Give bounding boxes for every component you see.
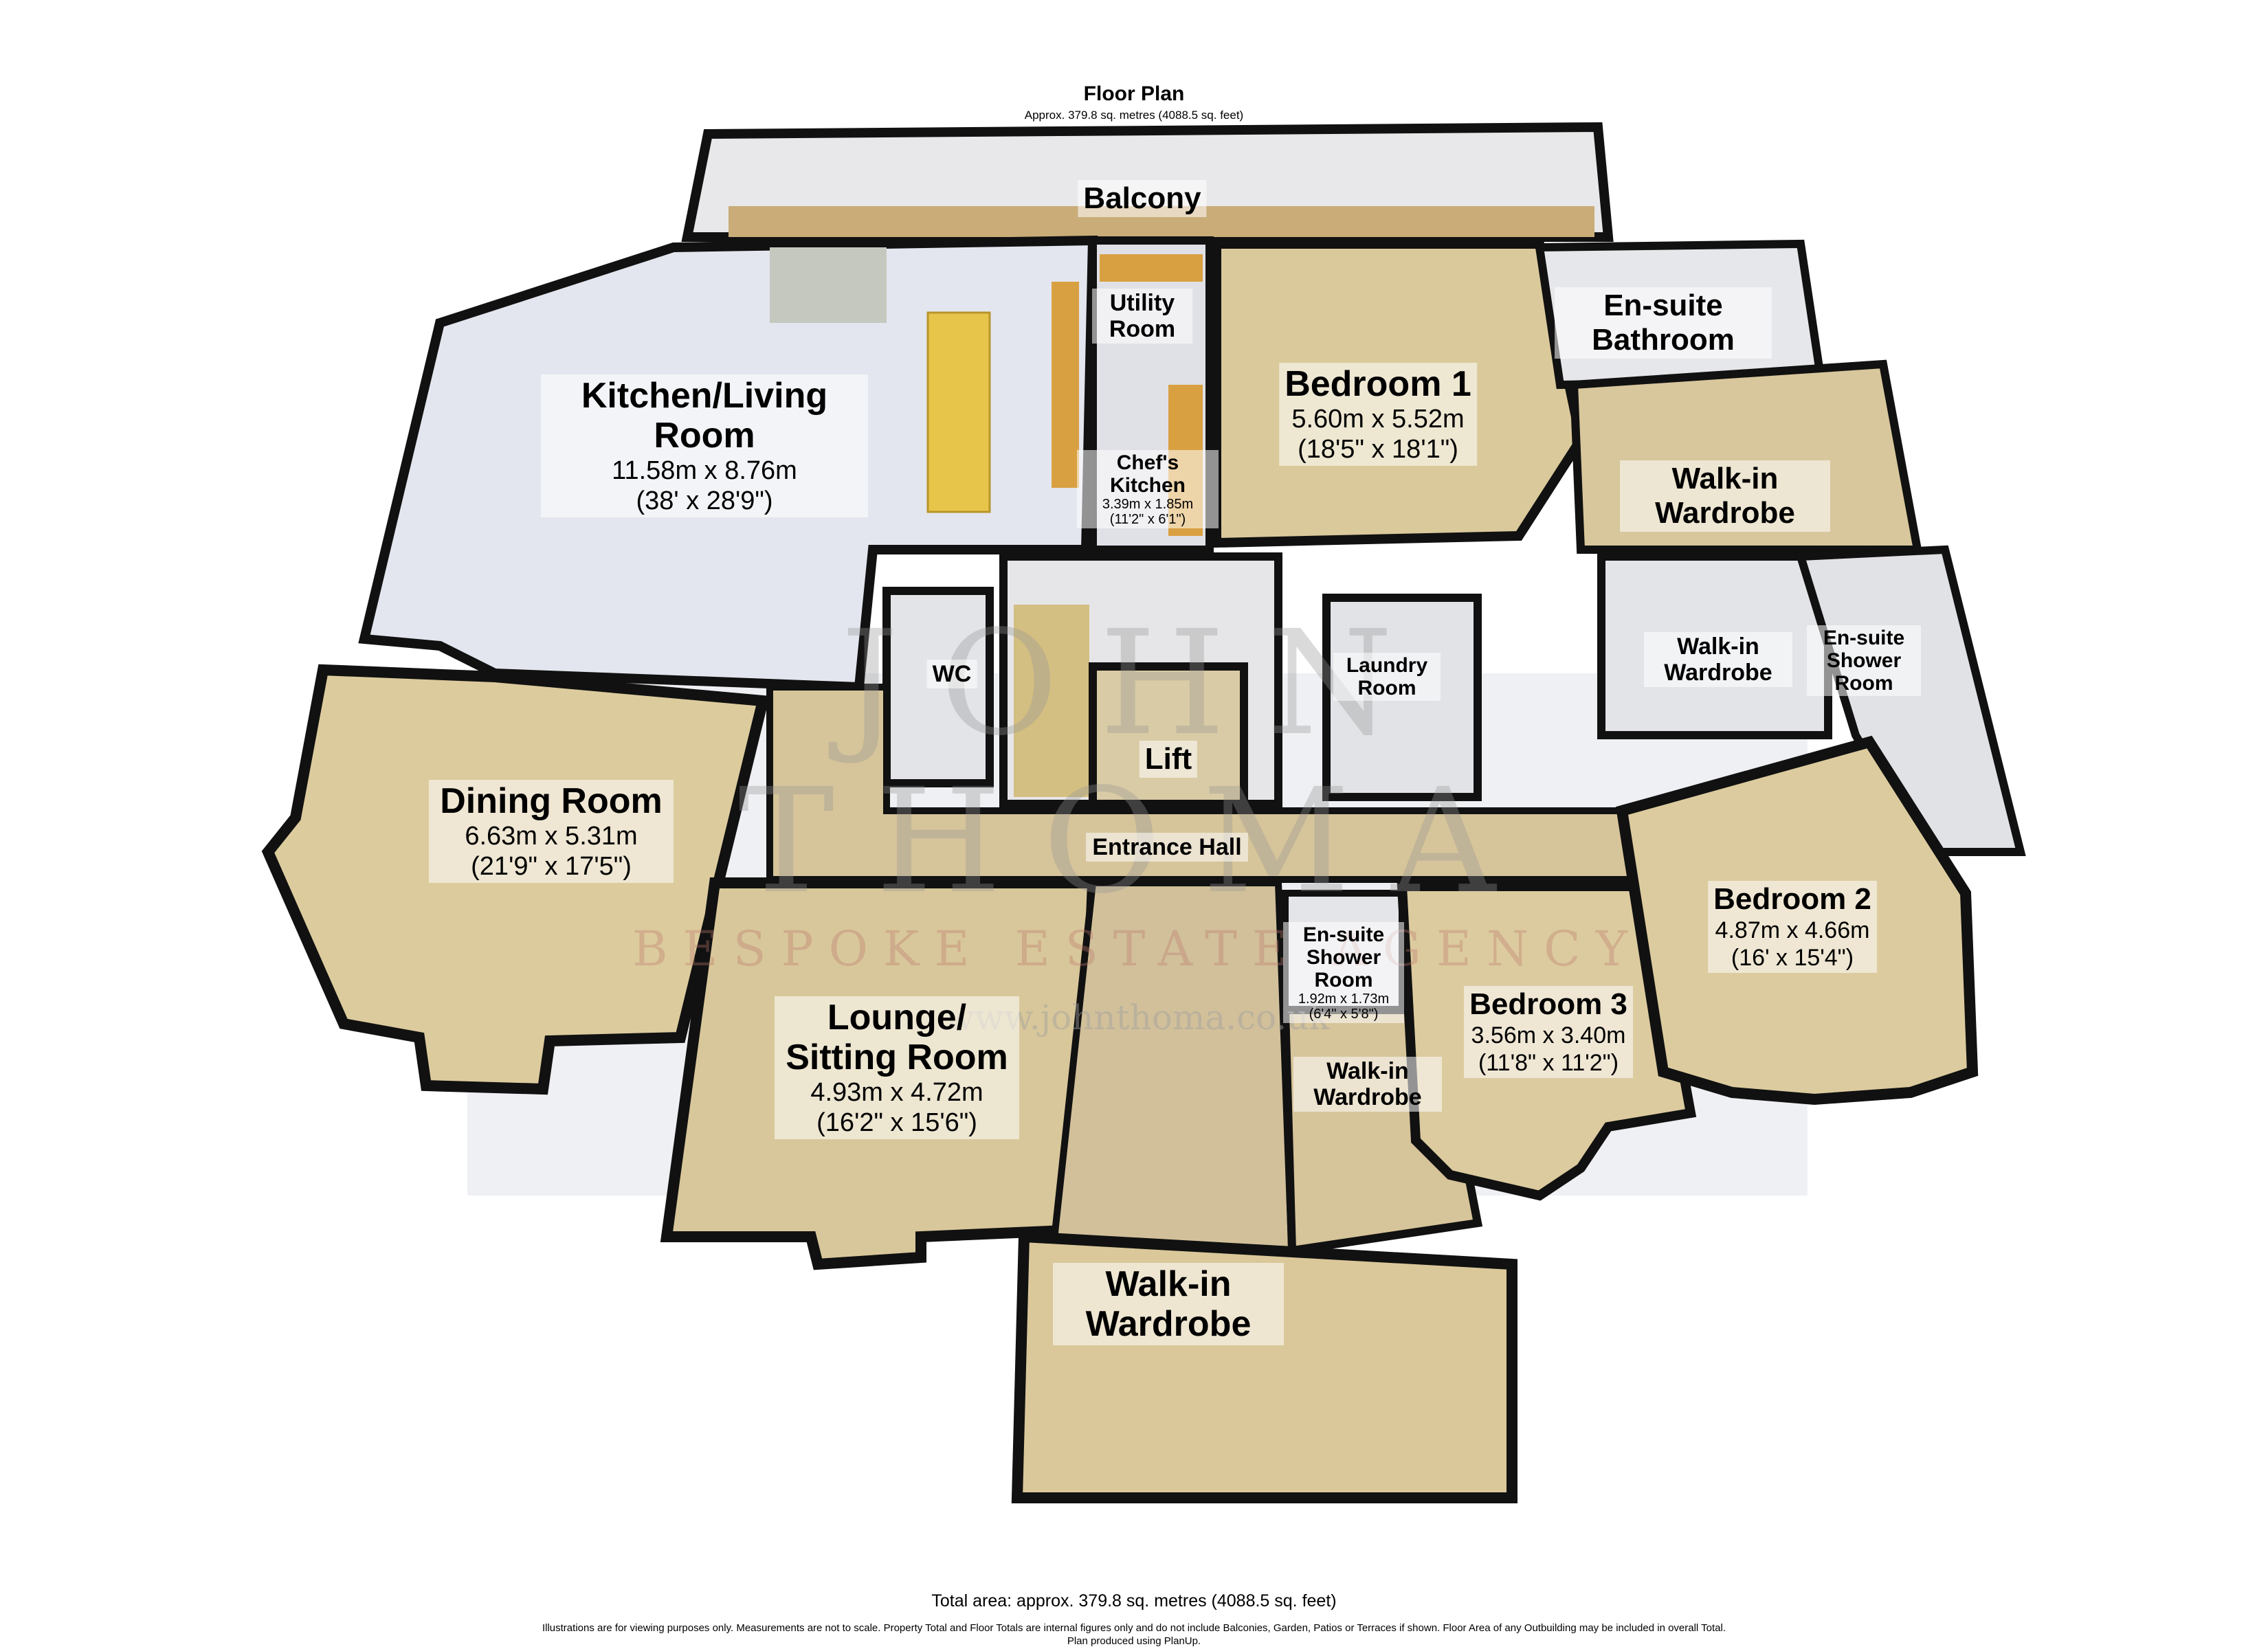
total-area: Total area: approx. 379.8 sq. metres (40… [931, 1591, 1337, 1611]
room-label-ensuite-shower-1: En-suite Shower Room [1807, 625, 1921, 696]
room-name: Dining Room [440, 781, 663, 821]
room-label-walkin-wardrobe-3: Walk-in Wardrobe [1293, 1057, 1442, 1112]
room-name: Utility Room [1109, 290, 1176, 342]
room-name: Walk-in Wardrobe [1313, 1058, 1422, 1110]
room-label-lounge: Lounge/ Sitting Room 4.93m x 4.72m (16'2… [775, 996, 1019, 1139]
disclaimer-line-2: Plan produced using PlanUp. [1067, 1635, 1201, 1647]
room-name: En-suite Bathroom [1592, 289, 1735, 357]
room-imperial: (16' x 15'4") [1731, 945, 1854, 971]
room-name: En-suite Shower Room [1302, 923, 1385, 991]
room-label-utility: Utility Room [1092, 289, 1192, 344]
room-metric: 3.39m x 1.85m [1102, 497, 1194, 512]
room-metric: 4.87m x 4.66m [1715, 917, 1870, 943]
room-name: Bedroom 3 [1469, 987, 1627, 1021]
room-name: Kitchen/Living Room [581, 376, 828, 456]
room-name: WC [932, 661, 972, 687]
room-label-walkin-wardrobe-1: Walk-in Wardrobe [1620, 460, 1830, 532]
room-label-walkin-wardrobe-2: Walk-in Wardrobe [1644, 632, 1792, 687]
room-label-wc: WC [926, 660, 977, 688]
room-imperial: (38' x 28'9") [636, 486, 773, 515]
room-label-dining: Dining Room 6.63m x 5.31m (21'9" x 17'5"… [429, 780, 674, 883]
room-imperial: (6'4" x 5'8") [1309, 1007, 1379, 1022]
room-label-laundry: Laundry Room [1333, 653, 1441, 701]
room-metric: 11.58m x 8.76m [612, 456, 797, 485]
room-label-chefs-kitchen: Chef's Kitchen 3.39m x 1.85m (11'2" x 6'… [1077, 450, 1219, 528]
watermark-tagline: BESPOKE ESTATE AGENCY [632, 921, 1643, 977]
room-metric: 6.63m x 5.31m [465, 822, 638, 851]
room-name: Lounge/ Sitting Room [786, 998, 1008, 1077]
room-metric: 5.60m x 5.52m [1291, 405, 1465, 434]
room-label-entrance-hall: Entrance Hall [1086, 833, 1248, 862]
room-label-ensuite-shower-2: En-suite Shower Room 1.92m x 1.73m (6'4"… [1283, 922, 1404, 1023]
room-metric: 3.56m x 3.40m [1471, 1022, 1626, 1048]
room-name: Chef's Kitchen [1109, 451, 1186, 497]
room-label-bedroom-3: Bedroom 3 3.56m x 3.40m (11'8" x 11'2") [1464, 986, 1633, 1078]
room-metric: 4.93m x 4.72m [810, 1078, 983, 1107]
room-imperial: (11'2" x 6'1") [1109, 512, 1186, 527]
room-name: Walk-in Wardrobe [1664, 633, 1772, 686]
room-imperial: (18'5" x 18'1") [1298, 435, 1458, 464]
room-label-lift: Lift [1139, 741, 1198, 778]
room-name: Laundry Room [1346, 654, 1428, 699]
room-name: Walk-in Wardrobe [1655, 462, 1795, 530]
room-imperial: (16'2" x 15'6") [816, 1108, 977, 1137]
room-label-walkin-wardrobe-4: Walk-in Wardrobe [1053, 1263, 1284, 1345]
lift-area [1089, 662, 1248, 808]
room-name: Bedroom 2 [1713, 882, 1871, 916]
room-label-ensuite-bathroom: En-suite Bathroom [1555, 287, 1772, 359]
disclaimer-line-1: Illustrations are for viewing purposes o… [542, 1622, 1726, 1634]
plan-subtitle: Approx. 379.8 sq. metres (4088.5 sq. fee… [1024, 109, 1244, 122]
room-name: Entrance Hall [1092, 834, 1242, 860]
room-metric: 1.92m x 1.73m [1298, 991, 1390, 1007]
room-imperial: (21'9" x 17'5") [471, 852, 632, 881]
room-imperial: (11'8" x 11'2") [1478, 1050, 1619, 1076]
room-name: En-suite Shower Room [1823, 627, 1905, 695]
room-label-kitchen-living: Kitchen/Living Room 11.58m x 8.76m (38' … [541, 374, 868, 517]
room-name: Balcony [1083, 181, 1201, 215]
room-name: Walk-in Wardrobe [1085, 1264, 1252, 1344]
plan-title: Floor Plan [1083, 82, 1185, 105]
room-label-balcony: Balcony [1078, 180, 1207, 217]
room-name: Bedroom 1 [1285, 364, 1471, 404]
room-name: Lift [1144, 742, 1192, 776]
room-label-bedroom-1: Bedroom 1 5.60m x 5.52m (18'5" x 18'1") [1279, 363, 1477, 466]
room-label-bedroom-2: Bedroom 2 4.87m x 4.66m (16' x 15'4") [1708, 881, 1877, 973]
disclaimer: Illustrations are for viewing purposes o… [0, 1622, 2268, 1648]
